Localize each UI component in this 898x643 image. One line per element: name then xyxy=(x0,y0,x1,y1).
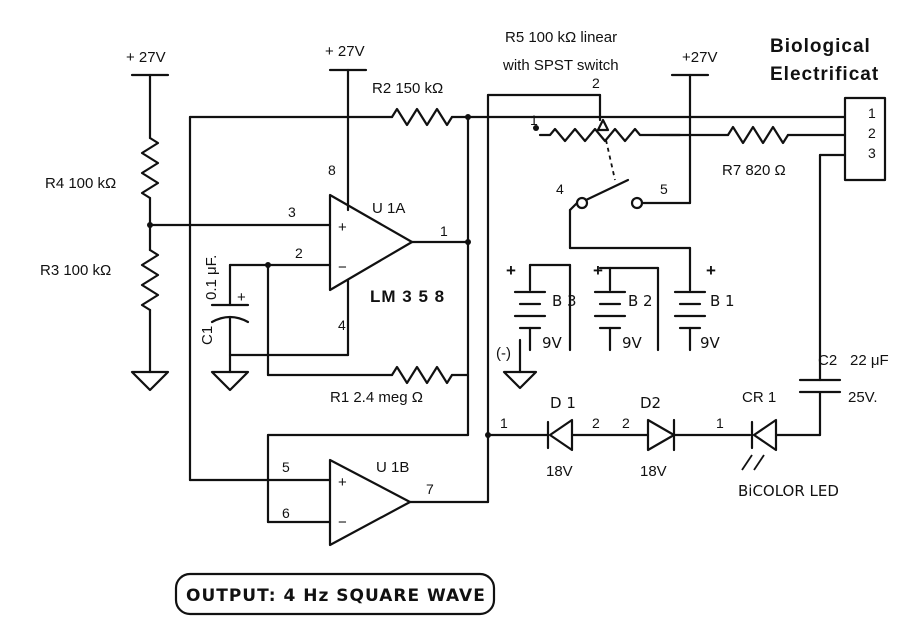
pin-r5-2: 2 xyxy=(592,75,600,91)
resistor-r7 xyxy=(726,125,790,145)
battery-b1-label: B 1 xyxy=(710,292,735,310)
resistor-r3 xyxy=(140,248,160,312)
pin-d1-1: 1 xyxy=(500,415,508,431)
r7-label: R7 820 Ω xyxy=(722,162,786,179)
battery-b3-plus: + xyxy=(506,261,517,280)
resistor-r4 xyxy=(140,136,160,200)
supply-label-center: + 27V xyxy=(325,43,365,60)
u1a-plus-sign: + xyxy=(338,219,347,236)
output-label-box xyxy=(174,572,496,616)
pin-u1b-7: 7 xyxy=(426,481,434,497)
cr1-name: CR 1 xyxy=(742,389,776,406)
pin-d1-2: 2 xyxy=(592,415,600,431)
battery-b2-plus: + xyxy=(593,261,604,280)
r2-label: R2 150 kΩ xyxy=(372,80,443,97)
u1a-minus-sign: − xyxy=(338,259,347,276)
bicolor-led-cr1 xyxy=(741,418,778,471)
c2-voltage: 25V. xyxy=(848,389,877,406)
battery-b1-voltage: 9V xyxy=(700,334,721,352)
resistor-r2 xyxy=(390,107,454,127)
d1-name: D 1 xyxy=(550,394,576,412)
battery-b1 xyxy=(673,288,707,352)
title-line-1: Biological xyxy=(770,36,871,57)
pin-u1a-4: 4 xyxy=(338,317,346,333)
c2-name: C2 xyxy=(818,352,837,369)
r1-label: R1 2.4 meg Ω xyxy=(330,389,423,406)
u1b-minus-sign: − xyxy=(338,514,347,531)
connector-pin-2: 2 xyxy=(868,125,876,141)
potentiometer-r5 xyxy=(538,118,682,143)
u1a-label: U 1A xyxy=(372,200,405,217)
battery-b3 xyxy=(513,263,572,352)
battery-b3-label: B 3 xyxy=(552,292,577,310)
c1-plus: + xyxy=(237,289,246,306)
pin-u1a-1: 1 xyxy=(440,223,448,239)
supply-label-left: + 27V xyxy=(126,49,166,66)
r5-sublabel: with SPST switch xyxy=(502,57,619,74)
c1-value: 0.1 μF. xyxy=(203,255,220,300)
u1b-plus-sign: + xyxy=(338,474,347,491)
connector-pin-1: 1 xyxy=(868,105,876,121)
zener-diode-d2 xyxy=(646,418,676,452)
c2-value: 22 μF xyxy=(850,352,889,369)
ground-symbol-c1 xyxy=(210,370,250,392)
cr1-description: BiCOLOR LED xyxy=(738,482,839,500)
d1-value: 18V xyxy=(546,463,573,480)
part-number-label: LM 3 5 8 xyxy=(370,287,445,306)
pin-u1b-5: 5 xyxy=(282,459,290,475)
r5-label: R5 100 kΩ linear xyxy=(505,29,617,46)
d2-value: 18V xyxy=(640,463,667,480)
ground-symbol-battery xyxy=(502,370,538,390)
title-line-2: Electrificat xyxy=(770,64,879,85)
battery-negative-label: (-) xyxy=(496,345,511,362)
right-supply-rail xyxy=(670,73,710,205)
center-supply-rail xyxy=(328,68,368,212)
d2-name: D2 xyxy=(640,394,661,412)
output-connector xyxy=(843,96,887,182)
connector-pin-3: 3 xyxy=(868,145,876,161)
pin-d2-1: 1 xyxy=(716,415,724,431)
battery-b3-voltage: 9V xyxy=(542,334,563,352)
pin-u1a-8: 8 xyxy=(328,162,336,178)
pin-switch-4: 4 xyxy=(556,181,564,197)
pin-d2-2: 2 xyxy=(622,415,630,431)
battery-b2-label: B 2 xyxy=(628,292,653,310)
battery-b2 xyxy=(593,266,660,352)
supply-label-right: +27V xyxy=(682,49,717,66)
spst-switch xyxy=(575,178,644,210)
capacitor-c2 xyxy=(798,378,842,394)
c1-name: C1 xyxy=(199,326,216,345)
r3-label: R3 100 kΩ xyxy=(40,262,111,279)
pin-switch-5: 5 xyxy=(660,181,668,197)
left-supply-rail xyxy=(130,73,170,140)
zener-diode-d1 xyxy=(546,418,574,452)
wire xyxy=(568,201,579,212)
opamp-u1b xyxy=(328,458,412,547)
pin-r5-1: 1 xyxy=(530,112,538,128)
switch-linkage xyxy=(605,139,616,181)
output-label: OUTPUT: 4 Hz SQUARE WAVE xyxy=(186,586,486,606)
battery-b2-voltage: 9V xyxy=(622,334,643,352)
junction-dot xyxy=(465,239,471,245)
pin-u1b-6: 6 xyxy=(282,505,290,521)
opamp-u1a xyxy=(328,193,414,292)
pin-u1a-3: 3 xyxy=(288,204,296,220)
u1b-label: U 1B xyxy=(376,459,409,476)
pin-dot xyxy=(533,125,539,131)
pin-u1a-2: 2 xyxy=(295,245,303,261)
battery-b1-plus: + xyxy=(706,261,717,280)
ground-symbol-left xyxy=(130,370,170,392)
resistor-r1 xyxy=(390,365,454,385)
r4-label: R4 100 kΩ xyxy=(45,175,116,192)
